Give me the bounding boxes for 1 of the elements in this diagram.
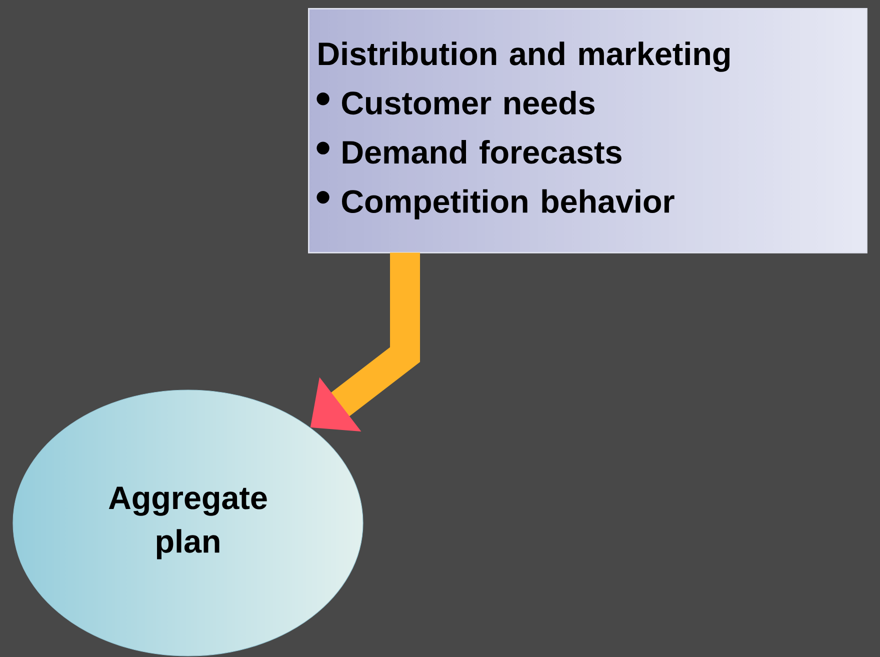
text-box: Distribution and marketing Customer needs Demand forecasts Competition behavior — [308, 8, 868, 254]
